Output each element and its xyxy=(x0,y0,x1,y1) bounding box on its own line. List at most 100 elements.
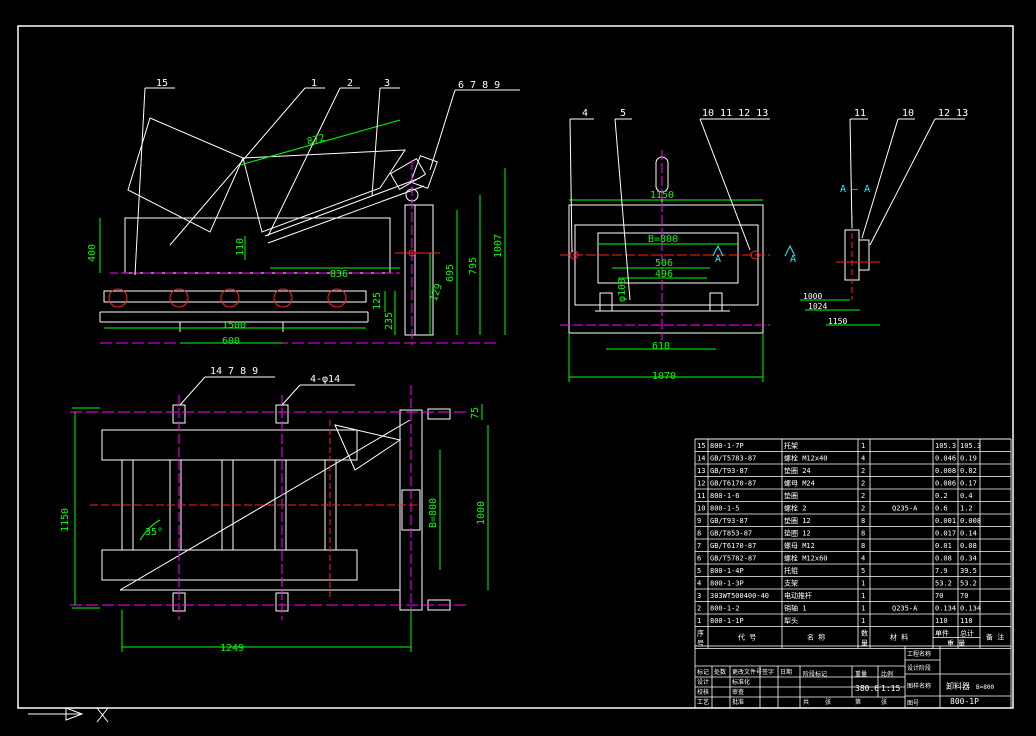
dim-1150-plan: 1150 xyxy=(60,508,71,532)
tb-sign: 签字 xyxy=(762,668,774,676)
bom-row-unit-weight: 0.046 xyxy=(935,455,956,463)
bom-row-name: 托架 xyxy=(784,441,798,450)
dim-phi108: φ108 xyxy=(617,278,628,302)
bom-row-total-weight: 39.5 xyxy=(960,567,977,575)
bom-row-code: GB/T93-87 xyxy=(710,517,748,525)
tb-drawing-name: 图样名称 xyxy=(907,682,931,690)
section-mark-left: A xyxy=(715,254,721,265)
plan-view xyxy=(70,376,489,652)
dim-1024-sec: 1024 xyxy=(808,302,827,311)
balloon-12-13: 12 13 xyxy=(938,108,968,119)
bom-row-name: 螺母 M12 xyxy=(784,541,815,550)
side-handle xyxy=(655,156,669,193)
bom-row-no: 5 xyxy=(697,567,701,575)
bom-row-total-weight: 0.4 xyxy=(960,492,973,500)
bom-row-unit-weight: 0.017 xyxy=(935,530,956,538)
bom-row-qty: 2 xyxy=(861,467,865,475)
bom-row-qty: 2 xyxy=(861,505,865,513)
bom-row-unit-weight: 70 xyxy=(935,592,943,600)
dim-1007: 1007 xyxy=(493,234,504,258)
bom-row-qty: 4 xyxy=(861,455,865,463)
bom-row-name: 垫圈 xyxy=(784,491,798,500)
tb-drawing-no: 图号 xyxy=(907,700,919,707)
bom-row-total-weight: 110 xyxy=(960,617,973,625)
dim-872: 872 xyxy=(306,133,326,148)
dim-129: 129 xyxy=(428,282,445,303)
bom-row-name: 支架 xyxy=(784,579,798,588)
balloon-4: 4 xyxy=(582,108,588,119)
bom-row-qty: 1 xyxy=(861,592,865,600)
bom-row-name: 垫圈 12 xyxy=(784,529,811,538)
front-dimension-lines xyxy=(99,119,506,344)
bom-row-no: 9 xyxy=(697,517,701,525)
bom-row-qty: 1 xyxy=(861,580,865,588)
bom-row-unit-weight: 0.134 xyxy=(935,605,956,613)
dim-1150-side: 1150 xyxy=(650,190,674,201)
bom-row-qty: 8 xyxy=(861,530,865,538)
bom-row-total-weight: 0.134 xyxy=(960,605,981,613)
tb-mark: 标记 xyxy=(697,668,709,676)
dim-35deg: 35° xyxy=(145,527,163,538)
bom-row-unit-weight: 0.086 xyxy=(935,480,956,488)
bom-row-qty: 8 xyxy=(861,517,865,525)
balloon-10: 10 xyxy=(902,108,914,119)
bom-row-unit-weight: 0.6 xyxy=(935,505,948,513)
tb-process: 工艺 xyxy=(697,698,709,706)
bom-row-unit-weight: 0.01 xyxy=(935,542,952,550)
title-block: 标记 处数 更改文件号 签字 日期 设计 标准化 校核 审查 工艺 批准 阶段标… xyxy=(694,645,1012,709)
tb-date: 日期 xyxy=(780,668,792,676)
bom-row-name: 托辊 xyxy=(784,566,798,575)
bom-row-code: GB/T5783-87 xyxy=(710,455,756,463)
bom-header-material: 材 料 xyxy=(890,633,908,642)
balloon-10-13: 10 11 12 13 xyxy=(702,108,768,119)
bom-header-weight: 重 量 xyxy=(947,640,965,648)
bom-header-unit: 单件 xyxy=(935,629,949,638)
rollers xyxy=(108,288,347,308)
bom-row-total-weight: 0.08 xyxy=(960,542,977,550)
tb-sheet-2: 张 xyxy=(881,698,887,706)
plan-view-labels: 14 7 8 9 4-φ14 1150 1000 B=800 75 1249 3… xyxy=(60,366,487,654)
bom-header-qty: 数 xyxy=(861,629,868,638)
bom-row-no: 8 xyxy=(697,530,701,538)
bom-row-code: 800-1-4P xyxy=(710,567,744,575)
bom-header-name: 名 称 xyxy=(807,633,825,642)
bom-header-no-2: 号 xyxy=(697,640,704,648)
bom-row-no: 15 xyxy=(697,442,705,450)
tb-count: 处数 xyxy=(714,668,726,676)
bom-row-qty: 8 xyxy=(861,542,865,550)
bom-row-code: 800-1-2 xyxy=(710,605,740,613)
bom-row-total-weight: 0.14 xyxy=(960,530,977,538)
dim-1249: 1249 xyxy=(220,643,244,654)
dim-836: 836 xyxy=(330,269,348,280)
balloon-4phi14: 4-φ14 xyxy=(310,374,340,385)
bom-row-name: 螺栓 M12x60 xyxy=(784,554,828,563)
bom-row-material: Q235-A xyxy=(892,505,918,513)
bom-row-qty: 1 xyxy=(861,617,865,625)
bom-header-no: 序 xyxy=(697,629,704,638)
tb-stage: 阶段标记 xyxy=(803,670,827,678)
bom-row-total-weight: 70 xyxy=(960,592,968,600)
bom-row-code: 800-1-1P xyxy=(710,617,744,625)
tb-weight-label: 重量 xyxy=(855,670,867,678)
bom-row-no: 4 xyxy=(697,580,701,588)
dim-400: 400 xyxy=(87,244,98,262)
bom-header-code: 代 号 xyxy=(738,633,756,642)
bom-row-no: 13 xyxy=(697,467,705,475)
balloon-11: 11 xyxy=(854,108,866,119)
tb-drawing-number: 800-1P xyxy=(950,697,979,706)
tb-change-doc: 更改文件号 xyxy=(732,668,762,676)
drawing-border xyxy=(17,25,1014,709)
side-view-labels: 4 5 10 11 12 13 1150 B=800 506 496 φ108 … xyxy=(582,108,796,382)
dim-1000-sec: 1000 xyxy=(803,292,822,301)
tb-no: 第 xyxy=(855,698,861,706)
dim-110: 110 xyxy=(235,238,246,256)
dim-1070: 1070 xyxy=(652,371,676,382)
tb-weight-value: 380.6 xyxy=(855,684,879,693)
bom-row-unit-weight: 0.001 xyxy=(935,517,956,525)
bom-row-code: GB/T6170-87 xyxy=(710,542,756,550)
bom-row-total-weight: 0.34 xyxy=(960,555,977,563)
tb-check: 校核 xyxy=(697,688,709,696)
side-view xyxy=(560,118,796,382)
dim-1000-plan: 1000 xyxy=(476,501,487,525)
tb-review: 审查 xyxy=(732,688,744,696)
